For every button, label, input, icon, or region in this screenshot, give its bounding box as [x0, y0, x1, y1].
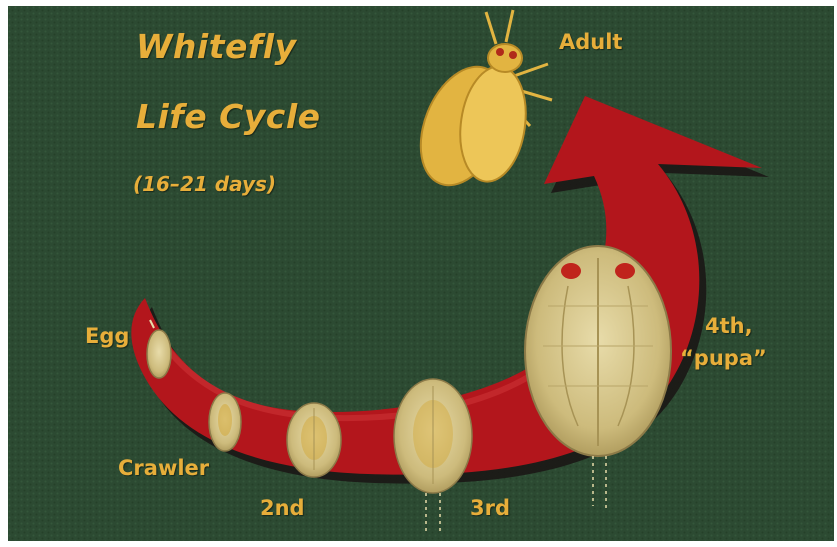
label-2nd: 2nd	[260, 496, 305, 520]
label-pupa: “pupa”	[680, 346, 767, 370]
title-line-2: Life Cycle	[136, 98, 321, 136]
crawler-nymph-icon	[209, 393, 241, 451]
label-3rd: 3rd	[470, 496, 510, 520]
label-adult: Adult	[559, 30, 622, 54]
label-4th: 4th,	[705, 314, 753, 338]
title-line-1: Whitefly	[136, 28, 297, 66]
label-egg: Egg	[85, 324, 129, 348]
diagram-panel: Whitefly Life Cycle (16–21 days) Adult E…	[8, 6, 834, 541]
second-instar-icon	[287, 403, 341, 477]
duration-label: (16–21 days)	[133, 172, 276, 196]
label-crawler: Crawler	[118, 456, 209, 480]
